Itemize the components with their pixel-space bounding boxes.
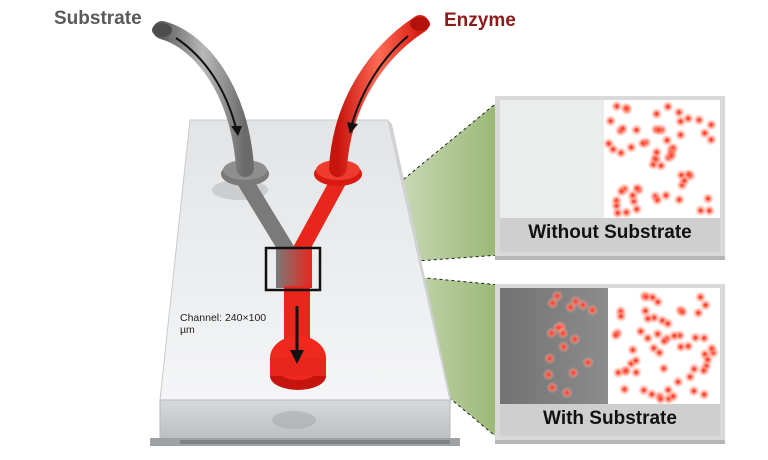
fluorescent-particle-core bbox=[693, 335, 698, 340]
panel-without-substrate bbox=[495, 96, 725, 260]
fluorescent-particle-core bbox=[709, 346, 715, 351]
fluorescent-particle-core bbox=[622, 387, 627, 392]
fluorescent-particle-core bbox=[658, 396, 663, 402]
fluorescent-particle-core bbox=[701, 335, 707, 341]
fluorescent-particle-core bbox=[585, 360, 591, 365]
fluorescent-particle-core bbox=[546, 372, 551, 377]
fluorescent-particle-core bbox=[661, 338, 667, 344]
fluorescent-particle-core bbox=[547, 356, 552, 361]
outlet-flow-arrowhead bbox=[290, 350, 304, 364]
fluorescent-particle-core bbox=[564, 390, 570, 395]
caption-bar bbox=[500, 218, 720, 252]
fluorescent-particle-core bbox=[549, 330, 554, 336]
enzyme-flow-arrow bbox=[351, 35, 409, 125]
fluorescent-particle-core bbox=[572, 336, 578, 342]
fluorescent-particle-core bbox=[649, 392, 655, 397]
fluorescent-particle-core bbox=[698, 294, 703, 300]
enzyme-label: Enzyme bbox=[444, 10, 516, 31]
substrate-label: Substrate bbox=[54, 8, 142, 29]
fluorescent-particle-core bbox=[630, 347, 636, 353]
fluorescent-particle-core bbox=[641, 387, 647, 393]
fluorescent-particle-core bbox=[561, 344, 566, 350]
caption-without-substrate: Without Substrate bbox=[528, 222, 692, 243]
fluorescent-particle-core bbox=[701, 392, 707, 397]
fluorescent-particle-core bbox=[638, 329, 643, 334]
enzyme-flow-arrowhead bbox=[347, 122, 358, 134]
fluorescent-particle-core bbox=[568, 305, 573, 310]
fluorescent-particle-core bbox=[661, 366, 667, 371]
fluorescent-particle-core bbox=[701, 368, 707, 373]
substrate-tube bbox=[153, 21, 254, 177]
channel-dimension-label: Channel: 240×100 µm bbox=[180, 312, 267, 336]
particle-field bbox=[602, 100, 718, 219]
fluorescent-particle-core bbox=[613, 332, 618, 338]
fluorescent-particle-core bbox=[623, 368, 629, 373]
caption-bar bbox=[500, 404, 720, 436]
substrate-flow-arrow bbox=[175, 37, 237, 129]
fluorescent-particle-core bbox=[665, 321, 671, 326]
fluorescent-particle-core bbox=[550, 300, 555, 306]
fluorescent-particle-core bbox=[670, 394, 676, 399]
fluorescent-particle-core bbox=[645, 316, 651, 321]
fluorescent-particle-core bbox=[618, 314, 624, 319]
fluorescent-particle-core bbox=[580, 302, 586, 308]
fluorescent-particle-core bbox=[556, 325, 561, 330]
fluorescent-particle-core bbox=[691, 388, 697, 394]
fluorescent-particle-core bbox=[691, 366, 697, 372]
fluorescent-particle-core bbox=[675, 379, 681, 385]
substrate-flow-arrowhead bbox=[231, 126, 242, 136]
fluorescent-particle-core bbox=[703, 302, 708, 308]
fluorescent-particle-core bbox=[685, 343, 691, 349]
fluorescent-particle-core bbox=[645, 335, 651, 341]
fluorescent-particle-core bbox=[696, 310, 701, 316]
fluorescent-particle-core bbox=[657, 350, 662, 355]
zoom-region-box bbox=[264, 246, 322, 292]
fluorescent-particle-core bbox=[655, 331, 660, 337]
fluorescent-particle-core bbox=[590, 307, 595, 313]
fluorescent-particle-core bbox=[680, 309, 685, 315]
fluorescent-particle-core bbox=[573, 299, 578, 304]
fluorescent-particle-core bbox=[705, 357, 710, 362]
caption-with-substrate: With Substrate bbox=[543, 408, 677, 429]
fluorescent-particle-core bbox=[550, 385, 555, 390]
fluorescent-particle-core bbox=[672, 333, 677, 339]
fluorescent-particle-core bbox=[633, 370, 639, 375]
particle-field bbox=[542, 290, 720, 405]
fluorescent-particle-core bbox=[633, 358, 639, 363]
fluorescent-particle-core bbox=[571, 370, 576, 376]
fluorescent-particle-core bbox=[650, 295, 655, 300]
fluorescent-particle-core bbox=[554, 293, 560, 299]
fluorescent-particle-core bbox=[665, 387, 671, 393]
enzyme-tube bbox=[329, 15, 429, 177]
panel-with-substrate bbox=[495, 284, 725, 444]
fluorescent-particle-core bbox=[687, 374, 693, 380]
fluorescent-particle-core bbox=[678, 344, 684, 350]
fluorescent-particle-core bbox=[643, 308, 648, 314]
